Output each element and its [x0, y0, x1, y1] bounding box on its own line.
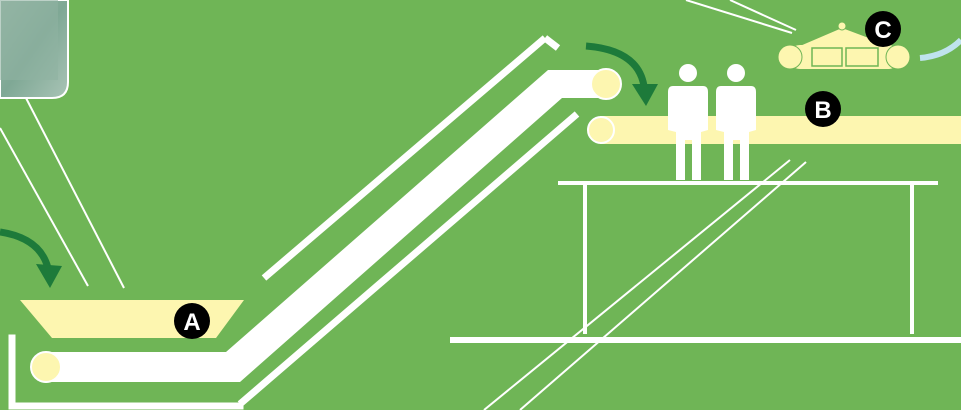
hopper-a [20, 300, 244, 338]
marker-c-label: C [874, 17, 891, 44]
marker-a: A [174, 303, 210, 339]
marker-a-label: A [183, 309, 200, 336]
platform-frame [450, 183, 961, 340]
curved-arrow-down-icon [0, 232, 62, 288]
worker-right [716, 64, 756, 180]
callout-lines-a [0, 98, 124, 288]
marker-b-label: B [814, 97, 831, 124]
callout-lines-c [686, 0, 796, 33]
photo-inset [0, 0, 68, 98]
marker-b: B [805, 91, 841, 127]
sorting-conveyor-b [588, 116, 961, 144]
worker-left [668, 64, 708, 180]
callout-lines-b [484, 160, 806, 410]
marker-c: C [865, 11, 901, 47]
